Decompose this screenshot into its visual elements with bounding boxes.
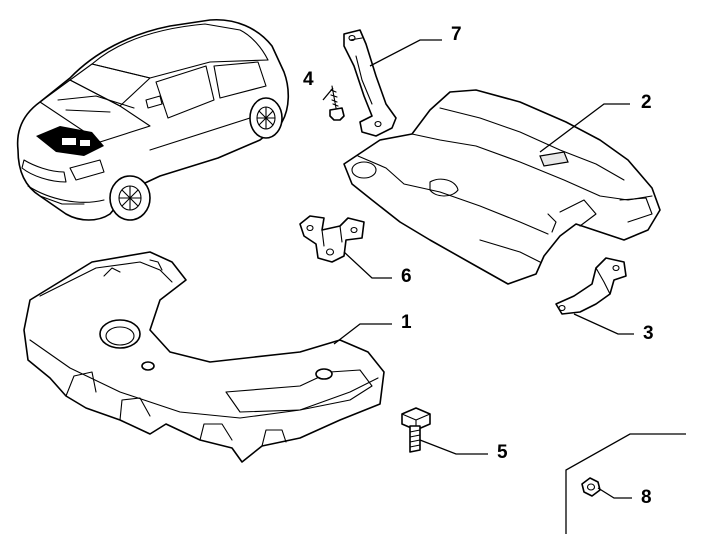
part-2-underbody-shield [343, 89, 661, 285]
part-7-support-bracket [343, 29, 397, 137]
detail-frame [565, 433, 686, 534]
callout-8: 8 [641, 487, 652, 508]
leader-8 [597, 487, 632, 499]
leader-7 [369, 39, 442, 67]
callout-5: 5 [497, 442, 508, 463]
part-6-bracket [299, 215, 365, 263]
leader-2 [539, 103, 630, 153]
leader-6 [343, 251, 392, 279]
leader-lines [322, 39, 634, 499]
callout-3: 3 [643, 323, 654, 344]
car-illustration [16, 18, 290, 221]
leader-1 [333, 323, 392, 345]
part-1-engine-cover [23, 251, 385, 463]
part-4-screw [329, 85, 345, 121]
leader-4 [322, 87, 334, 101]
callout-7: 7 [451, 24, 462, 45]
part-8-nut-group [565, 433, 686, 534]
callout-numbers: 7 4 2 6 1 3 5 8 [303, 24, 654, 508]
callout-6: 6 [401, 266, 412, 287]
callout-2: 2 [641, 92, 652, 113]
callout-4: 4 [303, 69, 314, 90]
leader-3 [573, 313, 634, 335]
callout-1: 1 [401, 312, 412, 333]
part-5-bolt [401, 407, 431, 453]
part-3-bracket [555, 257, 627, 315]
leader-5 [419, 439, 488, 455]
